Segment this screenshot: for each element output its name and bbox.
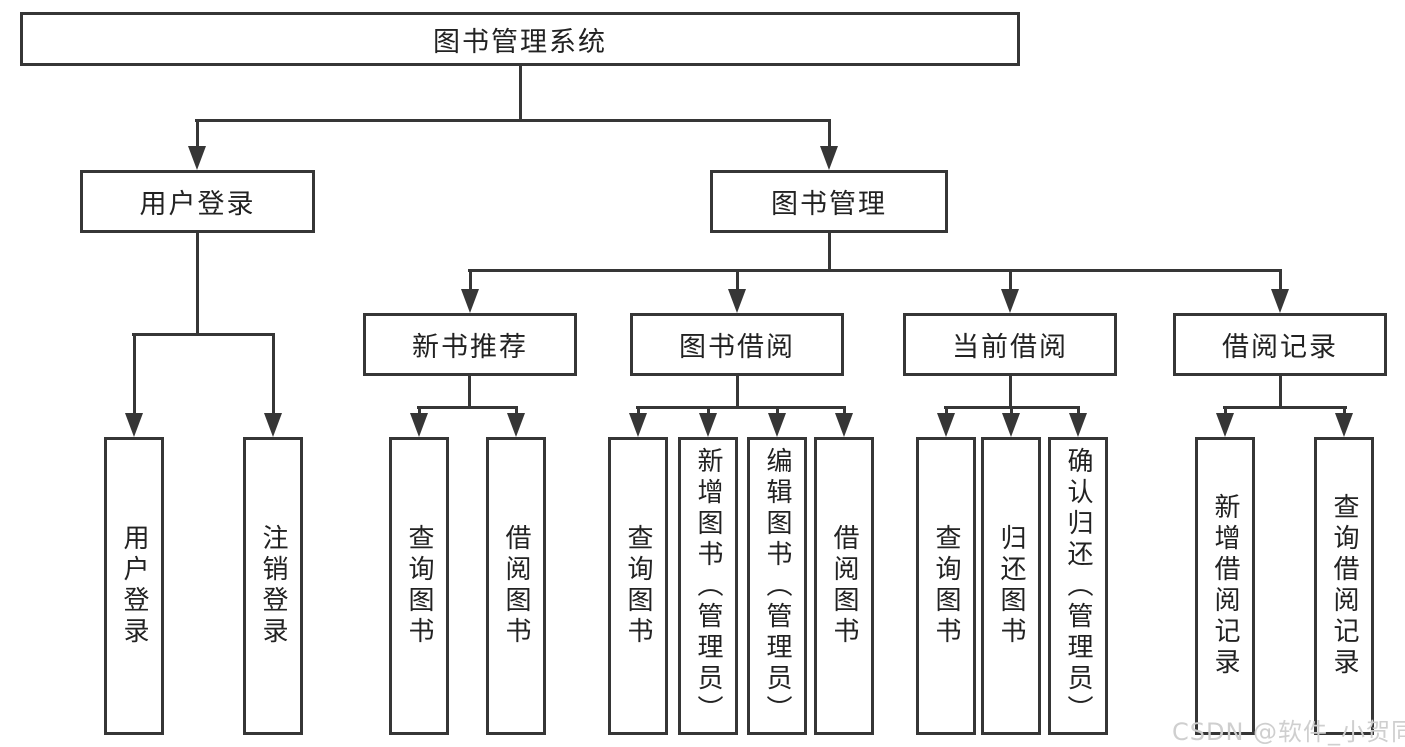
node-label: 图书借阅 [679, 332, 795, 363]
connector-line [132, 333, 274, 336]
connector-line [945, 406, 948, 414]
connector-line [272, 333, 275, 414]
connector-line [828, 230, 831, 272]
node-library-management-system: 图书管理系统 [20, 12, 1020, 66]
connector-line [468, 373, 471, 409]
connector-line [637, 406, 640, 414]
node-label: 图书管理 [771, 189, 887, 220]
leaf-query-books-borrow: 查询图书 [608, 437, 668, 735]
node-label: 借阅图书 [829, 524, 859, 648]
connector-line [133, 333, 136, 414]
connector-line [1077, 406, 1080, 414]
connector-line [1009, 269, 1012, 290]
node-label: 新增图书（管理员） [693, 446, 723, 726]
arrow-down-icon [1001, 289, 1019, 313]
leaf-query-borrow-record: 查询借阅记录 [1314, 437, 1374, 735]
connector-line [417, 406, 517, 409]
leaf-query-books-current: 查询图书 [916, 437, 976, 735]
node-borrowing-records: 借阅记录 [1173, 313, 1387, 376]
arrow-down-icon [507, 413, 525, 437]
leaf-user-login: 用户登录 [104, 437, 164, 735]
arrow-down-icon [768, 413, 786, 437]
node-book-management: 图书管理 [710, 170, 948, 233]
arrow-down-icon [264, 413, 282, 437]
connector-line [1224, 406, 1227, 414]
arrow-down-icon [835, 413, 853, 437]
node-label: 新增借阅记录 [1210, 493, 1240, 679]
leaf-confirm-return-admin: 确认归还（管理员） [1048, 437, 1108, 735]
connector-line [636, 406, 845, 409]
arrow-down-icon [1216, 413, 1234, 437]
leaf-add-books-admin: 新增图书（管理员） [678, 437, 738, 735]
node-label: 当前借阅 [952, 332, 1068, 363]
connector-line [736, 269, 739, 290]
node-label: 查询图书 [404, 524, 434, 648]
node-label: 新书推荐 [412, 332, 528, 363]
arrow-down-icon [1002, 413, 1020, 437]
connector-line [196, 119, 199, 147]
connector-line [707, 406, 710, 414]
arrow-down-icon [461, 289, 479, 313]
connector-line [469, 269, 472, 290]
connector-line [776, 406, 779, 414]
node-new-book-recommendation: 新书推荐 [363, 313, 577, 376]
connector-line [1010, 406, 1013, 414]
leaf-query-books-recommend: 查询图书 [389, 437, 449, 735]
arrow-down-icon [1335, 413, 1353, 437]
node-label: 借阅图书 [501, 524, 531, 648]
node-book-borrowing: 图书借阅 [630, 313, 844, 376]
arrow-down-icon [125, 413, 143, 437]
arrow-down-icon [820, 146, 838, 170]
connector-line [1279, 269, 1282, 290]
connector-line [828, 119, 831, 147]
connector-line [418, 406, 421, 414]
connector-line [736, 373, 739, 409]
node-label: 图书管理系统 [433, 26, 607, 58]
connector-line [1223, 406, 1347, 409]
node-label: 编辑图书（管理员） [762, 446, 792, 726]
leaf-edit-books-admin: 编辑图书（管理员） [747, 437, 807, 735]
node-label: 借阅记录 [1222, 332, 1338, 363]
leaf-logout: 注销登录 [243, 437, 303, 735]
leaf-add-borrow-record: 新增借阅记录 [1195, 437, 1255, 735]
node-current-borrowing: 当前借阅 [903, 313, 1117, 376]
connector-line [1009, 373, 1012, 409]
arrow-down-icon [1271, 289, 1289, 313]
watermark-text: CSDN @软件_小贺同学 [1172, 718, 1405, 746]
node-label: 确认归还（管理员） [1063, 446, 1093, 726]
leaf-borrow-books-recommend: 借阅图书 [486, 437, 546, 735]
arrow-down-icon [699, 413, 717, 437]
leaf-return-books: 归还图书 [981, 437, 1041, 735]
node-label: 查询图书 [931, 524, 961, 648]
node-label: 归还图书 [996, 524, 1026, 648]
connector-line [1279, 373, 1282, 409]
node-label: 注销登录 [258, 524, 288, 648]
connector-line [196, 230, 199, 336]
connector-line [195, 119, 831, 122]
node-label: 查询借阅记录 [1329, 493, 1359, 679]
arrow-down-icon [937, 413, 955, 437]
arrow-down-icon [410, 413, 428, 437]
node-label: 用户登录 [119, 524, 149, 648]
leaf-borrow-books: 借阅图书 [814, 437, 874, 735]
node-label: 用户登录 [139, 189, 256, 220]
connector-line [843, 406, 846, 414]
connector-line [468, 269, 1281, 272]
arrow-down-icon [188, 146, 206, 170]
arrow-down-icon [728, 289, 746, 313]
node-user-login: 用户登录 [80, 170, 315, 233]
connector-line [515, 406, 518, 414]
connector-line [519, 63, 522, 122]
node-label: 查询图书 [623, 524, 653, 648]
connector-line [1343, 406, 1346, 414]
arrow-down-icon [629, 413, 647, 437]
arrow-down-icon [1069, 413, 1087, 437]
